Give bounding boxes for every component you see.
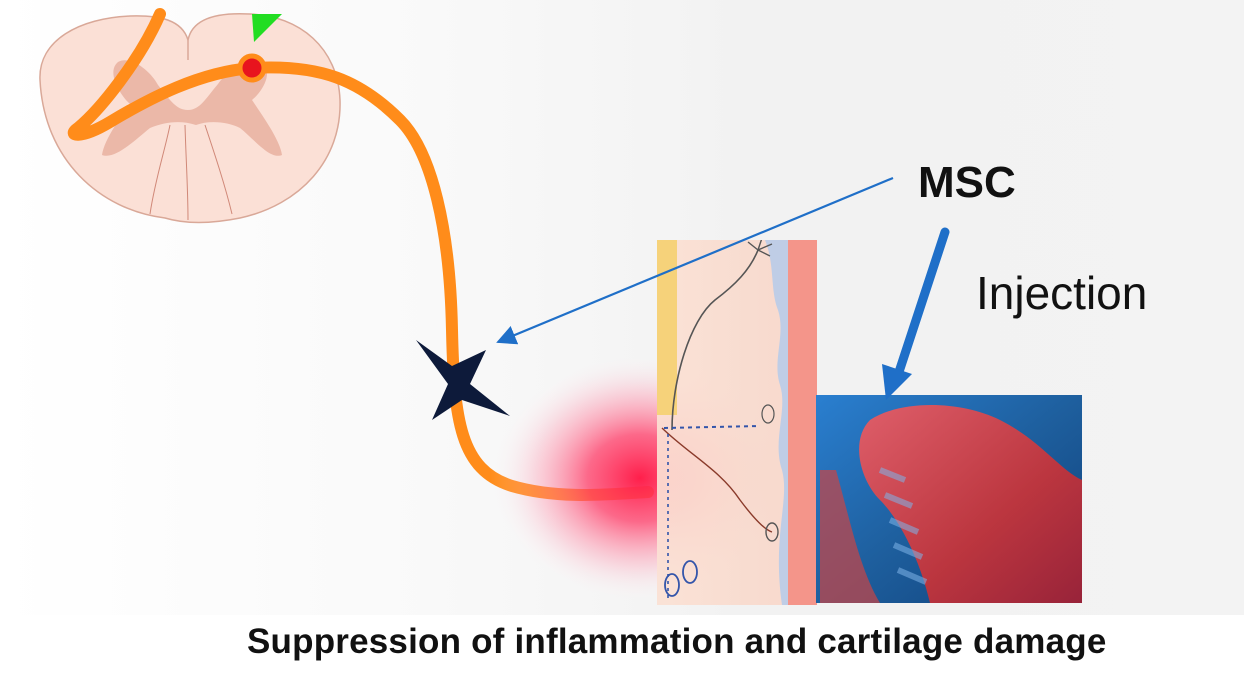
injection-arrow xyxy=(882,227,950,400)
msc-to-lesion-arrow xyxy=(496,176,894,345)
caption-text: Suppression of inflammation and cartilag… xyxy=(247,622,1107,661)
neuron-cell-body xyxy=(237,53,267,83)
triangle-marker-icon xyxy=(252,14,282,42)
knee-image xyxy=(816,395,1082,603)
msc-label: MSC xyxy=(918,158,1016,207)
injection-label: Injection xyxy=(976,267,1148,319)
tissue-section-panel xyxy=(657,240,817,605)
x-star-icon xyxy=(416,340,510,420)
